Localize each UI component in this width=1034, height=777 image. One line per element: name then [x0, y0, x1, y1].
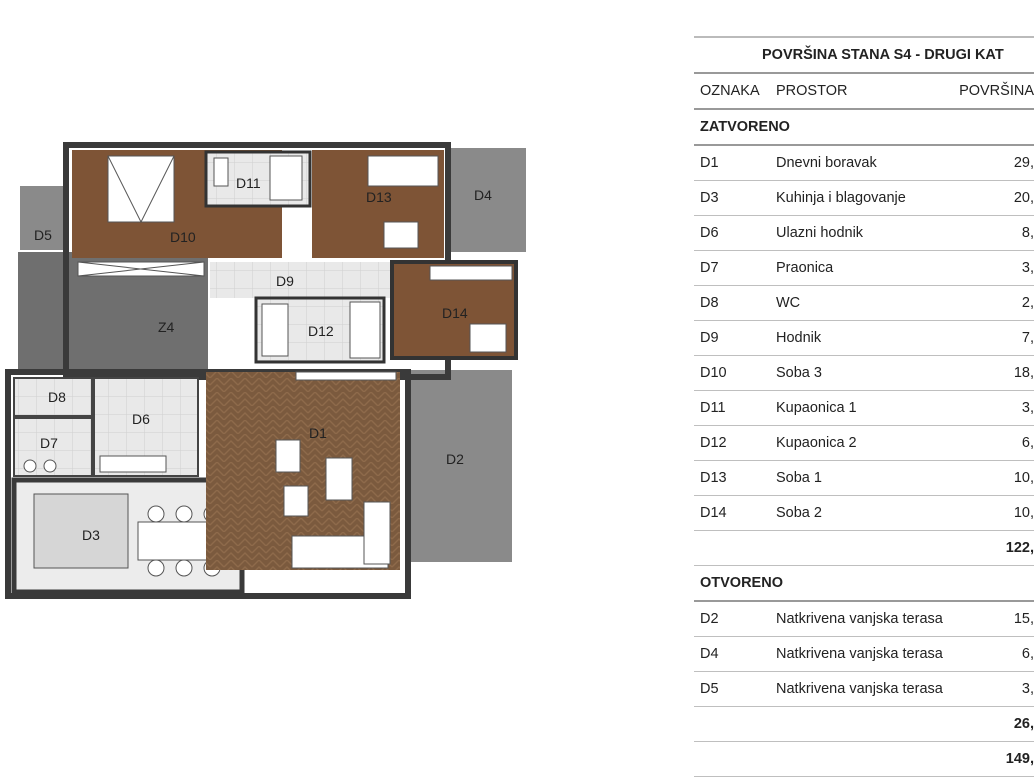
- cell-space: Natkrivena vanjska terasa: [776, 646, 943, 662]
- cell-code: D9: [700, 330, 719, 346]
- cell-space: Soba 3: [776, 365, 822, 381]
- table-row: D7 Praonica 3,: [694, 251, 1034, 286]
- cell-area: 10,: [1013, 505, 1034, 521]
- open-total: 26,: [1013, 716, 1034, 732]
- table-row: D6 Ulazni hodnik 8,: [694, 216, 1034, 251]
- section-closed: ZATVORENO: [694, 110, 1034, 146]
- label-z4: Z4: [158, 319, 175, 335]
- cell-area: 18,: [1013, 365, 1034, 381]
- room-d8-floor: [13, 377, 93, 417]
- table-row: D9 Hodnik 7,: [694, 321, 1034, 356]
- cell-space: Natkrivena vanjska terasa: [776, 681, 943, 697]
- header-prostor: PROSTOR: [776, 83, 848, 99]
- cell-code: D13: [700, 470, 727, 486]
- closed-total: 122,: [1005, 540, 1034, 556]
- cell-code: D7: [700, 260, 719, 276]
- table-row: D13 Soba 1 10,: [694, 461, 1034, 496]
- cell-space: Soba 2: [776, 505, 822, 521]
- cell-area: 3,: [1021, 681, 1034, 697]
- label-d4: D4: [474, 187, 492, 203]
- room-d9-floor: [210, 262, 390, 298]
- open-total-row: 26,: [694, 707, 1034, 742]
- label-d3: D3: [82, 527, 100, 543]
- grand-total-row: 149,: [694, 742, 1034, 777]
- cell-space: Dnevni boravak: [776, 155, 877, 171]
- label-d11: D11: [236, 175, 261, 191]
- cell-area: 10,: [1013, 470, 1034, 486]
- terrace-d5: [20, 186, 68, 250]
- label-d10: D10: [170, 229, 196, 245]
- table-row: D14 Soba 2 10,: [694, 496, 1034, 531]
- label-d9: D9: [276, 273, 294, 289]
- cell-space: Soba 1: [776, 470, 822, 486]
- table-row: D3 Kuhinja i blagovanje 20,: [694, 181, 1034, 216]
- area-table: POVRŠINA STANA S4 - DRUGI KAT OZNAKA PRO…: [694, 36, 1034, 777]
- table-row: D11 Kupaonica 1 3,: [694, 391, 1034, 426]
- cell-code: D2: [700, 611, 719, 627]
- label-d13: D13: [366, 189, 392, 205]
- cell-code: D11: [700, 400, 726, 416]
- cell-space: Hodnik: [776, 330, 822, 346]
- bed: [107, 155, 175, 223]
- cell-code: D1: [700, 155, 719, 171]
- cell-area: 29,: [1013, 155, 1034, 171]
- label-d7: D7: [40, 435, 58, 451]
- table-row: D2 Natkrivena vanjska terasa 15,: [694, 602, 1034, 637]
- cell-space: Praonica: [776, 260, 834, 276]
- header-oznaka: OZNAKA: [700, 83, 760, 99]
- cell-code: D8: [700, 295, 719, 311]
- cell-space: Kupaonica 1: [776, 400, 857, 416]
- table-row: D5 Natkrivena vanjska terasa 3,: [694, 672, 1034, 707]
- table-row: D1 Dnevni boravak 29,: [694, 146, 1034, 181]
- cell-area: 6,: [1021, 435, 1034, 451]
- cell-area: 15,: [1013, 611, 1034, 627]
- label-d1: D1: [309, 425, 327, 441]
- header-povrsina: POVRŠINA: [959, 83, 1034, 99]
- section-open: OTVORENO: [694, 566, 1034, 602]
- terrace-d2: [410, 370, 512, 562]
- cell-area: 20,: [1013, 190, 1034, 206]
- closed-total-row: 122,: [694, 531, 1034, 566]
- cell-code: D5: [700, 681, 719, 697]
- cell-area: 7,: [1021, 330, 1034, 346]
- cell-area: 3,: [1021, 400, 1034, 416]
- label-d8: D8: [48, 389, 66, 405]
- cell-code: D4: [700, 646, 719, 662]
- label-d12: D12: [308, 323, 334, 339]
- cell-code: D3: [700, 190, 719, 206]
- table-row: D10 Soba 3 18,: [694, 356, 1034, 391]
- table-row: D4 Natkrivena vanjska terasa 6,: [694, 637, 1034, 672]
- cell-space: Kuhinja i blagovanje: [776, 190, 906, 206]
- cell-code: D12: [700, 435, 727, 451]
- table-row: D8 WC 2,: [694, 286, 1034, 321]
- cell-code: D10: [700, 365, 727, 381]
- label-d5: D5: [34, 227, 52, 243]
- label-d6: D6: [132, 411, 150, 427]
- cell-space: Natkrivena vanjska terasa: [776, 611, 943, 627]
- table-header: OZNAKA PROSTOR POVRŠINA: [694, 74, 1034, 110]
- cell-space: Kupaonica 2: [776, 435, 857, 451]
- label-d14: D14: [442, 305, 468, 321]
- terrace-d4: [448, 148, 526, 252]
- cell-space: WC: [776, 295, 801, 311]
- cell-code: D6: [700, 225, 719, 241]
- cell-code: D14: [700, 505, 727, 521]
- cell-area: 3,: [1021, 260, 1034, 276]
- table-title: POVRŠINA STANA S4 - DRUGI KAT: [694, 36, 1034, 74]
- cell-area: 2,: [1021, 295, 1034, 311]
- label-d2: D2: [446, 451, 464, 467]
- cell-area: 8,: [1021, 225, 1034, 241]
- desk-d13: [383, 221, 419, 249]
- grand-total: 149,: [1005, 751, 1034, 767]
- cell-space: Ulazni hodnik: [776, 225, 864, 241]
- floor-plan: D1 D2 D3 D4 D5 D6 D7 D8 D9 D10 D11 D12 D…: [5, 142, 526, 599]
- table-row: D12 Kupaonica 2 6,: [694, 426, 1034, 461]
- cell-area: 6,: [1021, 646, 1034, 662]
- kitchen-counter: [33, 493, 129, 569]
